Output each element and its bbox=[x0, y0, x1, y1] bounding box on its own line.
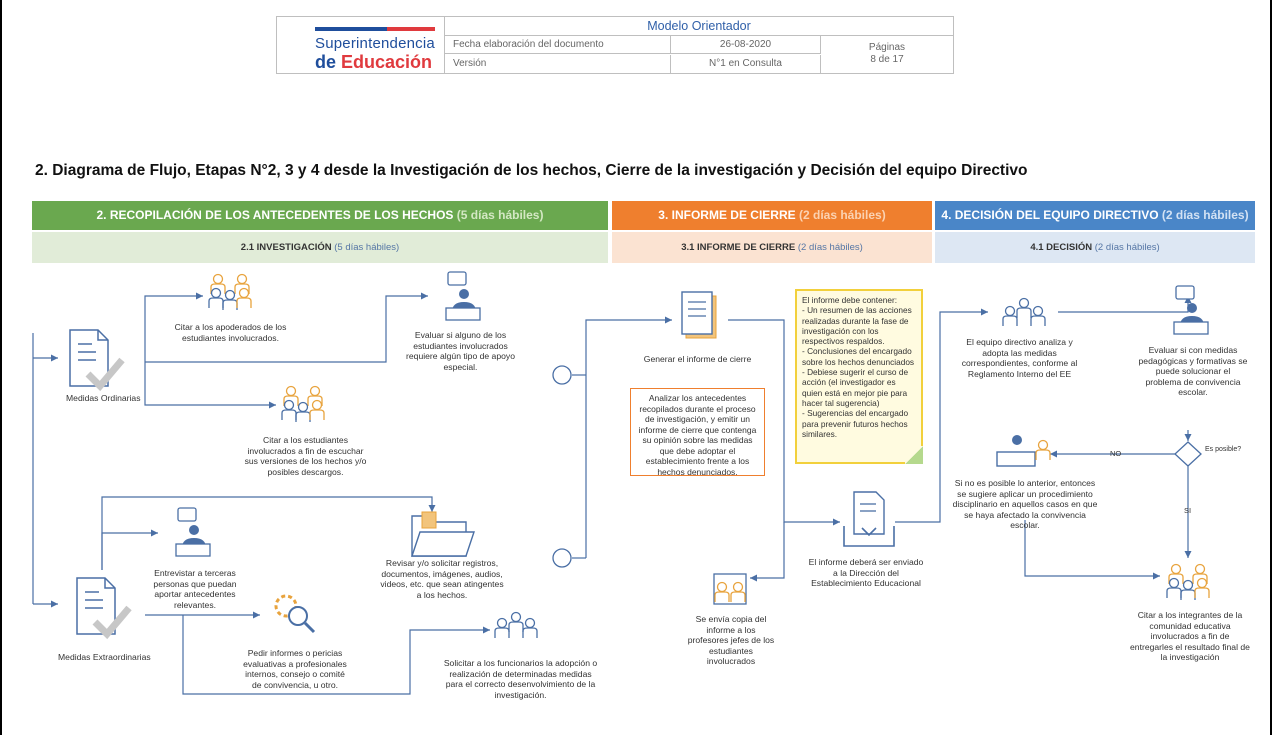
subheader-title: 2.1 INVESTIGACIÓN bbox=[240, 242, 332, 253]
subheader-title: 4.1 DECISIÓN bbox=[1030, 242, 1093, 253]
citar-estudiantes-text: Citar a los estudiantes involucrados a f… bbox=[244, 435, 367, 477]
column-header-recopilacion: 2. RECOPILACIÓN DE LOS ANTECEDENTES DE L… bbox=[32, 201, 608, 230]
logo-line1: Superintendencia bbox=[315, 35, 435, 52]
logo-educacion: Educación bbox=[341, 52, 433, 72]
logo-line2: de Educación bbox=[315, 52, 432, 73]
note-line: El informe debe contener: bbox=[802, 295, 898, 305]
column-header-informe: 3. INFORME DE CIERRE (2 días hábiles) bbox=[612, 201, 932, 230]
logo-bar-red bbox=[387, 27, 435, 31]
medidas-ordinarias-label: Medidas Ordinarias bbox=[66, 393, 141, 403]
evaluar-medidas-text: Evaluar si con medidas pedagógicas y for… bbox=[1138, 345, 1248, 398]
revisar-text: Revisar y/o solicitar registros, documen… bbox=[380, 558, 504, 600]
equipo-directivo-text: El equipo directivo analiza y adopta las… bbox=[961, 337, 1078, 379]
column-header-decision: 4. DECISIÓN DEL EQUIPO DIRECTIVO (2 días… bbox=[935, 201, 1255, 230]
subheader-title: 3.1 INFORME DE CIERRE bbox=[681, 242, 796, 253]
subheader-decision: 4.1 DECISIÓN (2 días hábiles) bbox=[935, 232, 1255, 263]
analizar-text: Analizar los antecedentes recopilados du… bbox=[638, 393, 757, 477]
column-days: (5 días hábiles) bbox=[456, 208, 544, 222]
logo-bar-blue bbox=[315, 27, 387, 31]
procedimiento-text: Si no es posible lo anterior, entonces s… bbox=[952, 478, 1098, 531]
generar-informe-text: Generar el informe de cierre bbox=[643, 354, 752, 364]
inbox-document-icon bbox=[843, 491, 895, 547]
section-title: 2. Diagrama de Flujo, Etapas N°2, 3 y 4 … bbox=[35, 162, 1028, 179]
entrevistar-text: Entrevistar a terceras personas que pued… bbox=[153, 568, 237, 610]
subheader-informe-cierre: 3.1 INFORME DE CIERRE (2 días hábiles) bbox=[612, 232, 932, 263]
gear-search-icon bbox=[274, 594, 316, 634]
people-group-icon bbox=[281, 385, 325, 423]
pedir-informes-text: Pedir informes o pericias evaluativas a … bbox=[243, 648, 347, 690]
date-value: 26-08-2020 bbox=[671, 36, 821, 54]
directive-team-icon bbox=[1002, 297, 1046, 327]
superintendencia-logo: Superintendencia de Educación bbox=[277, 17, 445, 73]
note-line: - Un resumen de las acciones realizadas … bbox=[802, 305, 912, 347]
folder-icon bbox=[411, 511, 475, 557]
analizar-box: Analizar los antecedentes recopilados du… bbox=[630, 388, 765, 477]
subheader-days: (2 días hábiles) bbox=[1094, 242, 1160, 253]
subheader-days: (2 días hábiles) bbox=[797, 242, 863, 253]
subheader-investigacion: 2.1 INVESTIGACIÓN (5 días hábiles) bbox=[32, 232, 608, 263]
pages-label: Páginas bbox=[868, 42, 906, 53]
community-group-icon bbox=[1166, 563, 1210, 601]
laptop-person-icon bbox=[445, 271, 481, 321]
staff-group-icon bbox=[494, 611, 538, 639]
evaluar-apoyo-text: Evaluar si alguno de los estudiantes inv… bbox=[406, 330, 515, 372]
version-label: Versión bbox=[445, 55, 671, 73]
interview-person-icon bbox=[175, 507, 211, 557]
solicitar-funcionarios-text: Solicitar a los funcionarios la adopción… bbox=[443, 658, 598, 700]
si-label: SI bbox=[1184, 506, 1192, 515]
subheader-days: (5 días hábiles) bbox=[334, 242, 400, 253]
note-line: - Debiese sugerir el curso de acción (el… bbox=[802, 367, 909, 408]
medidas-extraordinarias-label: Medidas Extraordinarias bbox=[58, 652, 151, 662]
logo-de: de bbox=[315, 52, 342, 72]
date-label: Fecha elaboración del documento bbox=[445, 36, 671, 54]
version-value: N°1 en Consulta bbox=[671, 55, 821, 73]
column-title: 4. DECISIÓN DEL EQUIPO DIRECTIVO bbox=[941, 208, 1159, 222]
note-line: - Conclusiones del encargado sobre los h… bbox=[802, 346, 915, 367]
citar-integrantes-text: Citar a los integrantes de la comunidad … bbox=[1130, 610, 1250, 663]
document-header: Superintendencia de Educación Modelo Ori… bbox=[276, 16, 954, 74]
column-title: 2. RECOPILACIÓN DE LOS ANTECEDENTES DE L… bbox=[96, 208, 454, 222]
pages-value: 8 de 17 bbox=[870, 54, 904, 65]
es-posible-label: Es posible? bbox=[1205, 446, 1242, 453]
citar-apoderados-text: Citar a los apoderados de los estudiante… bbox=[174, 322, 287, 343]
doc-title: Modelo Orientador bbox=[445, 17, 953, 36]
column-days: (2 días hábiles) bbox=[799, 208, 886, 222]
document-check-icon bbox=[70, 330, 122, 386]
no-label: NO bbox=[1110, 449, 1122, 458]
informe-contenido-note: El informe debe contener: - Un resumen d… bbox=[795, 289, 923, 464]
copia-profesores-text: Se envía copia del informe a los profeso… bbox=[687, 614, 775, 667]
desk-person-icon bbox=[996, 435, 1051, 467]
note-line: - Sugerencias del encargado para preveni… bbox=[802, 408, 909, 439]
report-stack-icon bbox=[681, 291, 717, 339]
column-title: 3. INFORME DE CIERRE bbox=[658, 208, 796, 222]
teachers-icon bbox=[713, 573, 747, 605]
enviado-direccion-text: El informe deberá ser enviado a la Direc… bbox=[808, 557, 924, 589]
note-fold bbox=[905, 446, 923, 464]
header-table: Modelo Orientador Fecha elaboración del … bbox=[445, 17, 953, 73]
document-check-icon bbox=[77, 578, 129, 634]
evaluate-person-icon bbox=[1173, 285, 1209, 335]
column-days: (2 días hábiles) bbox=[1161, 208, 1249, 222]
people-group-icon bbox=[208, 273, 252, 311]
